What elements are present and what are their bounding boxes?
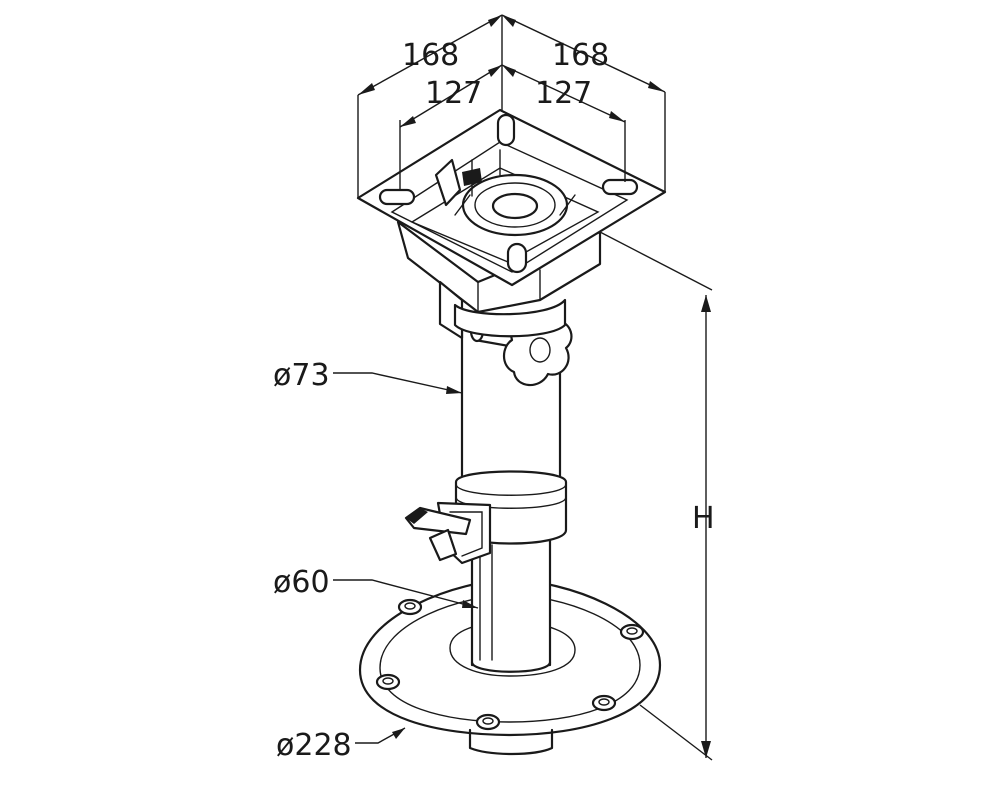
dimension-label-168-right: 168 — [552, 38, 609, 73]
dimension-label-168-left: 168 — [402, 38, 459, 73]
dimension-top — [357, 14, 666, 198]
dimension-label-127-right: 127 — [535, 76, 592, 111]
leader-lines — [333, 372, 479, 744]
dimension-label-lower-tube: ø60 — [273, 565, 330, 600]
dimension-height — [599, 231, 713, 761]
dimension-label-127-left: 127 — [425, 76, 482, 111]
dimension-label-height: H — [692, 501, 715, 536]
lever-handle — [404, 506, 472, 562]
top-plate — [356, 108, 667, 287]
plate-slots — [378, 113, 639, 274]
dimension-label-upper-tube: ø73 — [273, 358, 330, 393]
dimension-label-base: ø228 — [276, 728, 352, 763]
housing-ribs — [434, 149, 501, 207]
base-bolt-holes — [375, 598, 645, 731]
lower-tube — [470, 533, 552, 673]
